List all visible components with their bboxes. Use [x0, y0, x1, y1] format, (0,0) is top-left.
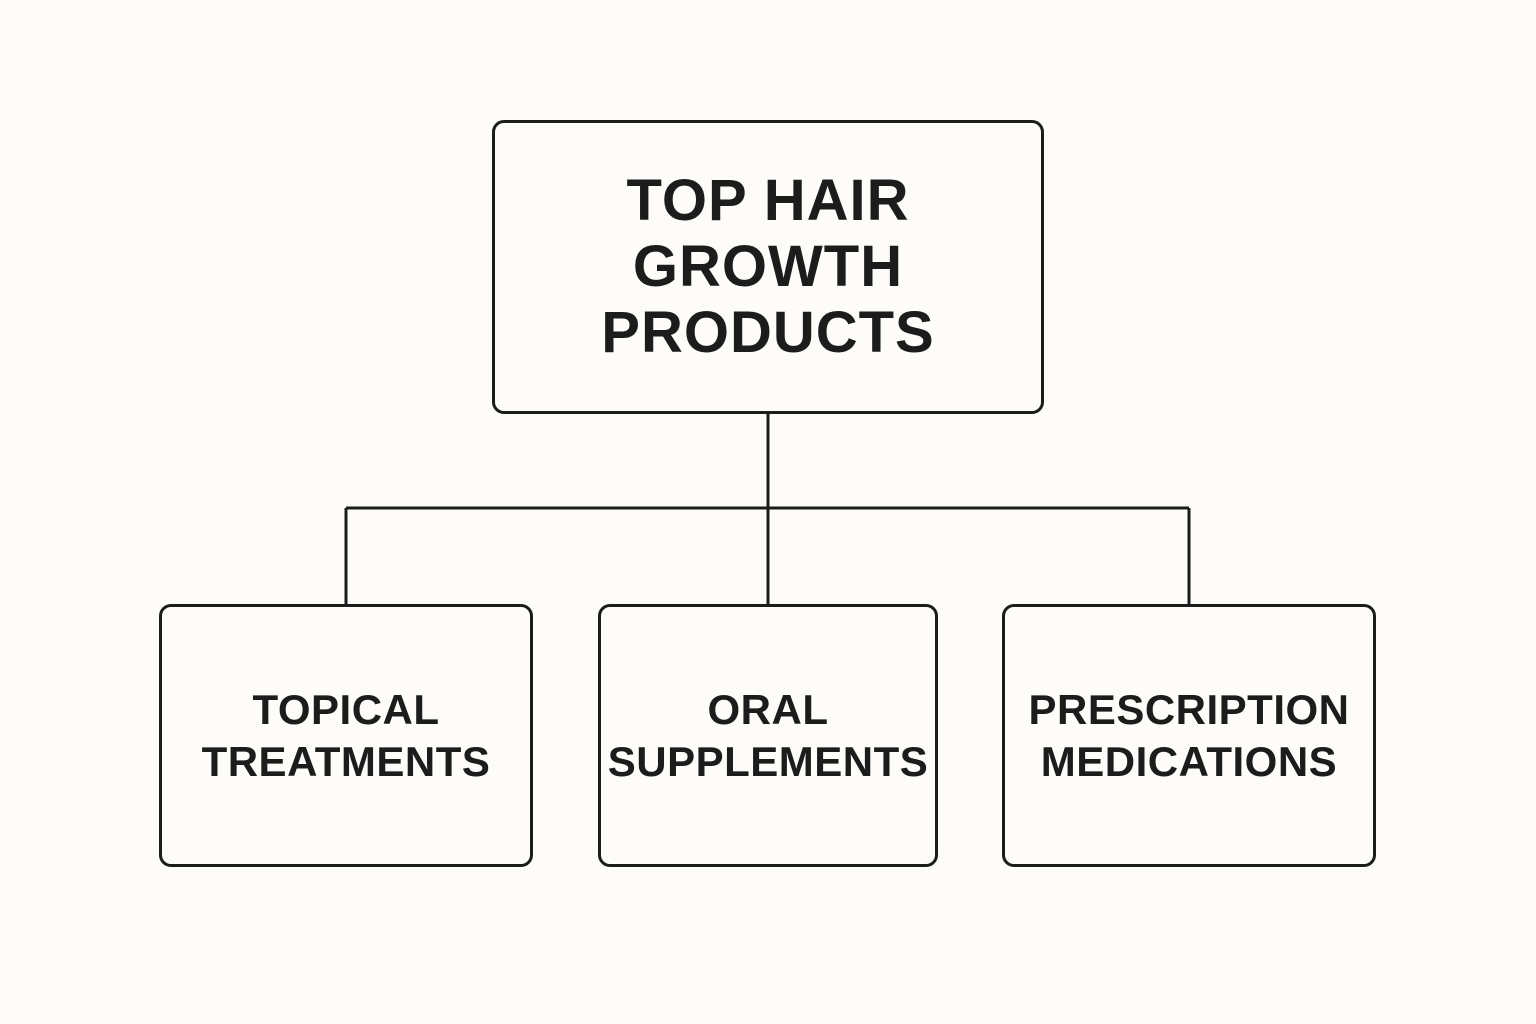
- root-label-line-3: PRODUCTS: [601, 300, 935, 365]
- root-label-line-2: GROWTH: [632, 234, 904, 299]
- child-node-topical-treatments: TOPICAL TREATMENTS: [159, 604, 533, 867]
- child-node-oral-supplements: ORAL SUPPLEMENTS: [598, 604, 938, 867]
- root-label-line-1: TOP HAIR: [626, 168, 910, 233]
- child-node-prescription-medications: PRESCRIPTION MEDICATIONS: [1002, 604, 1376, 867]
- root-node-top-hair-growth-products: TOP HAIR GROWTH PRODUCTS: [492, 120, 1044, 414]
- child-3-label-line-1: PRESCRIPTION: [1028, 685, 1350, 733]
- child-3-label-line-2: MEDICATIONS: [1040, 737, 1338, 785]
- child-1-label-line-2: TREATMENTS: [201, 737, 491, 785]
- child-2-label-line-1: ORAL: [707, 685, 829, 733]
- child-1-label-line-1: TOPICAL: [252, 685, 440, 733]
- child-2-label-line-2: SUPPLEMENTS: [607, 737, 929, 785]
